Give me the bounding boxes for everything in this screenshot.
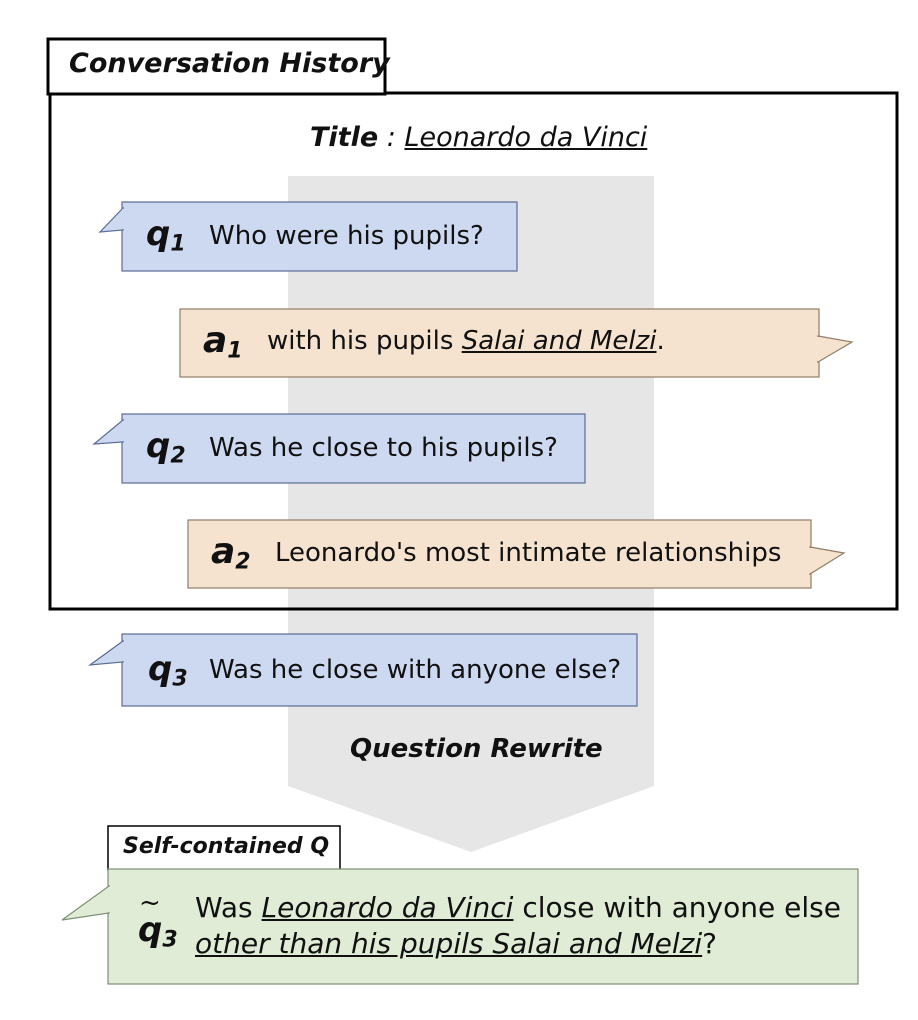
question-rewrite-label: Question Rewrite [350, 734, 603, 764]
a1-symbol: a1 [203, 320, 243, 364]
conversation-history-label: Conversation History [69, 48, 390, 79]
q2-symbol: q2 [146, 426, 186, 469]
rewritten-prefix: Was [195, 891, 262, 924]
a1-text-emph: Salai and Melzi [461, 326, 657, 356]
conversation-history-tab [46, 37, 387, 96]
rewritten-end: ? [702, 927, 718, 960]
q3-rewritten-tilde: ~ [139, 888, 161, 918]
rewritten-question-line-1: Was Leonardo da Vinci close with anyone … [195, 891, 841, 924]
question-bubble-3 [87, 633, 638, 707]
rewritten-entity: Leonardo da Vinci [261, 891, 514, 924]
title-line: Title : Leonardo da Vinci [310, 122, 647, 153]
rewritten-question-line-2: other than his pupils Salai and Melzi? [195, 927, 717, 960]
answer-bubble-1 [179, 308, 854, 378]
a1-text-suffix: . [656, 326, 665, 356]
a2-text: Leonardo's most intimate relationships [275, 538, 782, 568]
a1-text: with his pupils Salai and Melzi. [267, 326, 665, 356]
self-contained-label: Self-contained Q [123, 834, 330, 859]
a1-text-prefix: with his pupils [267, 326, 462, 356]
question-bubble-2 [92, 413, 586, 484]
rewritten-emph: other than his pupils Salai and Melzi [195, 927, 703, 960]
q1-text: Who were his pupils? [209, 221, 484, 251]
answer-bubble-2 [187, 519, 846, 589]
rewritten-question-bubble [61, 868, 859, 985]
self-contained-tab [107, 825, 341, 871]
q1-symbol: q1 [146, 214, 186, 257]
title-separator: : [378, 122, 405, 153]
q3-text: Was he close with anyone else? [209, 655, 622, 685]
title-label: Title [310, 122, 379, 153]
q2-text: Was he close to his pupils? [209, 433, 558, 463]
question-bubble-1 [98, 201, 518, 272]
q3-symbol: q3 [148, 649, 188, 692]
q3-rewritten-symbol: q3 [138, 910, 178, 953]
conversation-history-box [48, 91, 899, 611]
rewritten-suffix: close with anyone else [513, 891, 841, 924]
a2-symbol: a2 [211, 531, 251, 575]
title-value: Leonardo da Vinci [404, 122, 648, 153]
